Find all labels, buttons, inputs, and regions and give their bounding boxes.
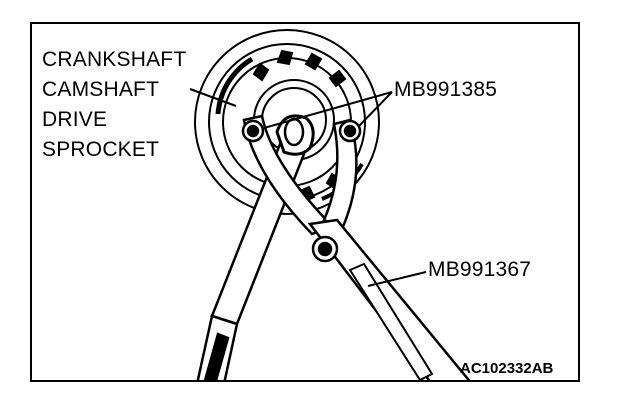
figure-code: AC102332AB: [460, 360, 554, 377]
tool-label-mb991385: MB991385: [394, 78, 498, 101]
sprocket-label-line-2: CAMSHAFT: [42, 78, 160, 101]
sprocket-label-line-3: DRIVE: [42, 108, 108, 131]
tool-label-mb991367: MB991367: [428, 258, 532, 281]
sprocket-label-line-4: SPROCKET: [42, 138, 160, 161]
illustration-frame: CRANKSHAFT CAMSHAFT DRIVE SPROCKET MB991…: [30, 22, 580, 382]
holder-tool: [241, 114, 471, 380]
sprocket-label-line-1: CRANKSHAFT: [42, 48, 187, 71]
leader-lines: [189, 88, 427, 287]
sprocket-tool-drawing: [189, 29, 471, 380]
